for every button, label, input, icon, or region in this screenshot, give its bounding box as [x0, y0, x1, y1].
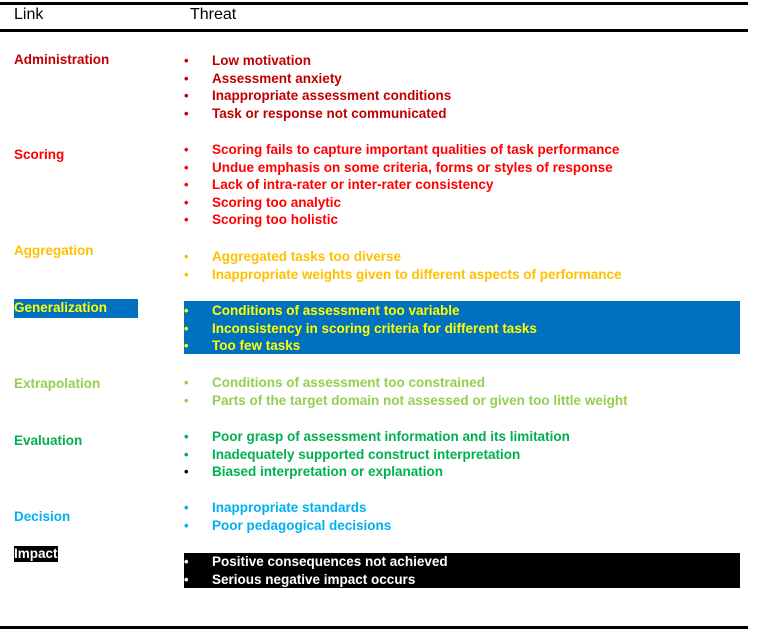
list-item: •Biased interpretation or explanation — [184, 464, 444, 479]
header-rule — [0, 29, 748, 32]
threats-administration: •Low motivation •Assessment anxiety •Ina… — [184, 52, 740, 122]
link-impact: Impact — [14, 546, 58, 562]
bullet-icon: • — [184, 554, 189, 569]
list-item: •Scoring fails to capture important qual… — [184, 142, 620, 157]
link-scoring: Scoring — [14, 147, 65, 162]
list-item: •Inappropriate assessment conditions — [184, 88, 452, 103]
bullet-icon: • — [184, 375, 189, 390]
bullet-icon: • — [184, 177, 189, 192]
threats-scoring: •Scoring fails to capture important qual… — [184, 141, 740, 229]
bullet-icon: • — [184, 142, 189, 157]
threats-decision: •Inappropriate standards •Poor pedagogic… — [184, 499, 740, 534]
list-item: •Inappropriate standards — [184, 500, 367, 515]
list-item: •Task or response not communicated — [184, 105, 447, 121]
bullet-icon: • — [184, 429, 189, 444]
list-item: •Scoring too holistic — [184, 212, 339, 227]
list-item: •Scoring too analytic — [184, 194, 342, 210]
bullet-icon: • — [184, 303, 189, 318]
bullet-icon: • — [184, 464, 189, 479]
header-link: Link — [14, 6, 44, 23]
list-item: •Assessment anxiety — [184, 70, 342, 86]
link-decision: Decision — [14, 509, 71, 524]
link-evaluation: Evaluation — [14, 433, 83, 448]
threats-generalization: •Conditions of assessment too variable •… — [184, 301, 740, 354]
bullet-icon: • — [184, 517, 189, 533]
list-item: •Parts of the target domain not assessed… — [184, 392, 628, 408]
bullet-icon: • — [184, 249, 189, 264]
bullet-icon: • — [184, 105, 189, 121]
bullet-icon: • — [184, 194, 189, 210]
list-item: •Inconsistency in scoring criteria for d… — [184, 320, 537, 336]
bullet-icon: • — [184, 571, 189, 587]
bullet-icon: • — [184, 338, 189, 353]
bullet-icon: • — [184, 320, 189, 336]
list-item: •Poor pedagogical decisions — [184, 517, 392, 533]
threats-extrapolation: •Conditions of assessment too constraine… — [184, 374, 740, 409]
list-item: •Inadequately supported construct interp… — [184, 446, 521, 462]
link-generalization: Generalization — [14, 299, 138, 318]
header-threat: Threat — [190, 6, 237, 23]
bottom-rule — [0, 626, 748, 629]
list-item: •Lack of intra-rater or inter-rater cons… — [184, 177, 494, 192]
bullet-icon: • — [184, 212, 189, 227]
bullet-icon: • — [184, 70, 189, 86]
list-item: •Low motivation — [184, 53, 311, 68]
list-item: •Conditions of assessment too constraine… — [184, 375, 486, 390]
list-item: •Positive consequences not achieved — [184, 554, 448, 569]
bullet-icon: • — [184, 88, 189, 103]
list-item: •Too few tasks — [184, 338, 301, 353]
bullet-icon: • — [184, 159, 189, 175]
bullet-icon: • — [184, 446, 189, 462]
list-item: •Inappropriate weights given to differen… — [184, 266, 622, 282]
top-rule — [0, 2, 748, 5]
bullet-icon: • — [184, 266, 189, 282]
threats-impact: •Positive consequences not achieved •Ser… — [184, 553, 740, 588]
link-aggregation: Aggregation — [14, 243, 94, 258]
list-item: •Conditions of assessment too variable — [184, 303, 460, 318]
bullet-icon: • — [184, 500, 189, 515]
threats-evaluation: •Poor grasp of assessment information an… — [184, 428, 740, 481]
list-item: •Serious negative impact occurs — [184, 571, 416, 587]
link-extrapolation: Extrapolation — [14, 376, 101, 391]
list-item: •Aggregated tasks too diverse — [184, 249, 402, 264]
bullet-icon: • — [184, 53, 189, 68]
link-administration: Administration — [14, 52, 110, 67]
list-item: •Undue emphasis on some criteria, forms … — [184, 159, 613, 175]
bullet-icon: • — [184, 392, 189, 408]
list-item: •Poor grasp of assessment information an… — [184, 429, 570, 444]
threats-aggregation: •Aggregated tasks too diverse •Inappropr… — [184, 248, 740, 283]
